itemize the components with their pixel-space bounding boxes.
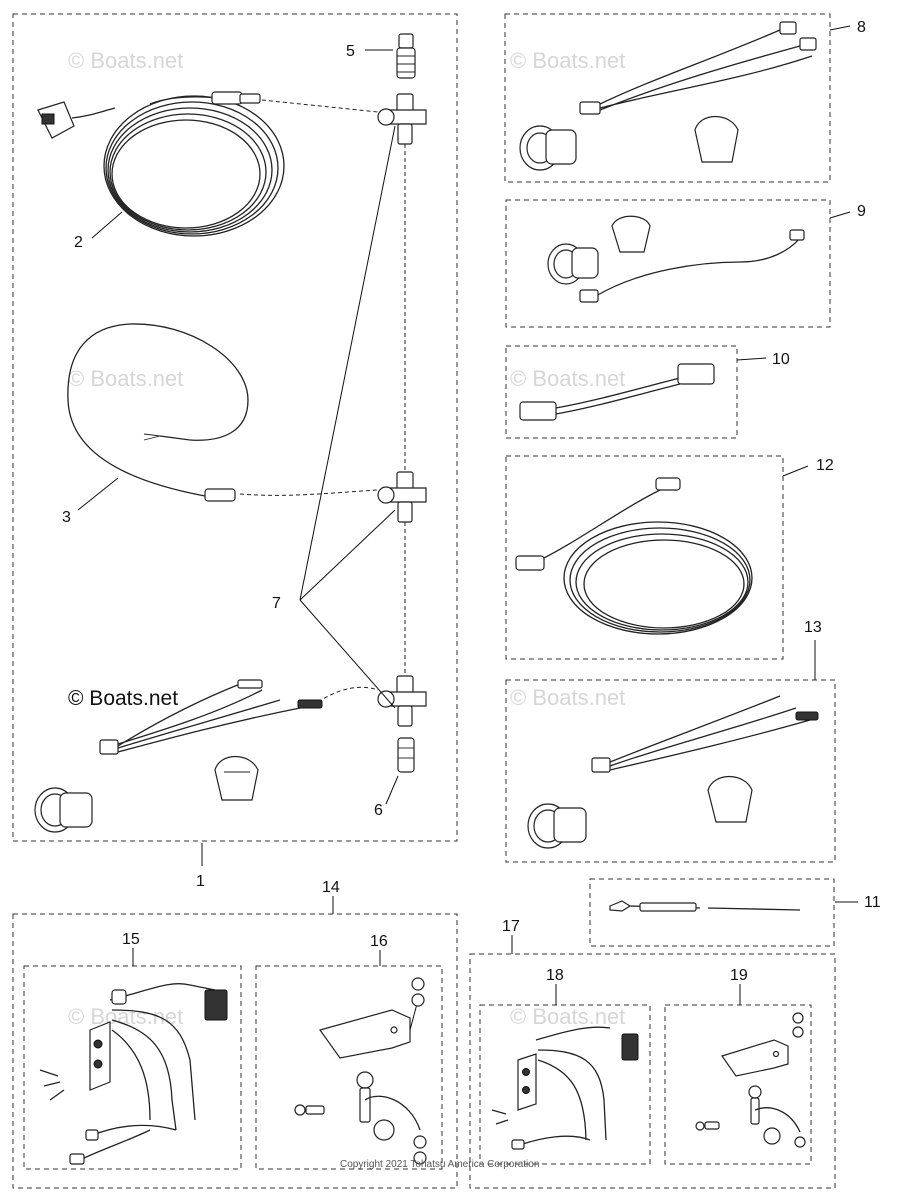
watermark: © Boats.net <box>68 1004 183 1029</box>
bracket-kit-16 <box>294 977 427 1165</box>
callout-3: 3 <box>62 509 71 526</box>
wiring-kit-18 <box>491 1026 639 1150</box>
t-connector-bottom <box>377 675 427 727</box>
group-boxes <box>12 13 836 1189</box>
extension-cable-12 <box>515 477 753 635</box>
watermark: © Boats.net <box>510 685 625 710</box>
gauge-harness-kit-13 <box>527 695 819 849</box>
callout-2: 2 <box>74 234 83 251</box>
watermark: © Boats.net <box>510 1004 625 1029</box>
box-kit-10 <box>505 345 738 439</box>
callout-11: 11 <box>864 894 881 911</box>
watermark: © Boats.net <box>68 366 183 391</box>
box-kit-8 <box>504 13 831 183</box>
callout-15: 15 <box>122 931 140 948</box>
bracket-kit-19 <box>695 1012 806 1148</box>
drop-cable-3 <box>67 323 249 502</box>
gauge-kit-8 <box>519 21 817 171</box>
callout-12: 12 <box>816 457 834 474</box>
callout-10: 10 <box>772 351 790 368</box>
watermark-dark: © Boats.net <box>68 687 178 710</box>
box-kit-18 <box>479 1004 651 1165</box>
box-kit-17 <box>469 953 836 1189</box>
box-kit-13 <box>505 679 836 863</box>
box-kit-11 <box>589 878 835 947</box>
box-kit-16 <box>255 965 443 1170</box>
gauge-kit-9 <box>547 215 805 303</box>
gauge-harness-kit-1 <box>34 679 323 833</box>
terminator-plug-5 <box>396 33 416 79</box>
t-connector-top <box>377 93 427 145</box>
adapter-cable-10 <box>519 363 715 421</box>
callout-1: 1 <box>196 873 205 890</box>
box-kit-9 <box>505 199 831 328</box>
watermark: © Boats.net <box>68 48 183 73</box>
leader-lines <box>77 25 858 1005</box>
callout-13: 13 <box>804 619 822 636</box>
callout-8: 8 <box>857 19 866 36</box>
copyright-notice: Copyright 2021 Tohatsu America Corporati… <box>340 1159 539 1170</box>
t-connector-middle <box>377 471 427 523</box>
callout-6: 6 <box>374 802 383 819</box>
callout-9: 9 <box>857 203 866 220</box>
watermarks: © Boats.net © Boats.net © Boats.net © Bo… <box>68 48 625 1029</box>
watermark: © Boats.net <box>510 48 625 73</box>
callout-19: 19 <box>730 967 748 984</box>
box-kit-12 <box>505 455 784 660</box>
dash-link <box>239 489 379 496</box>
callout-16: 16 <box>370 933 388 950</box>
box-kit-19 <box>664 1004 812 1165</box>
dash-link <box>261 99 379 113</box>
box-kit-1 <box>12 13 458 842</box>
wiring-kit-15 <box>39 983 228 1165</box>
callout-17: 17 <box>502 918 520 935</box>
watermark: © Boats.net <box>510 366 625 391</box>
callout-7: 7 <box>272 595 281 612</box>
callout-18: 18 <box>546 967 564 984</box>
sensor-11 <box>609 900 801 912</box>
box-kit-14 <box>12 913 458 1189</box>
terminator-6 <box>397 737 415 773</box>
callout-5: 5 <box>346 43 355 60</box>
main-harness-coil <box>37 91 285 237</box>
dash-link <box>317 686 379 703</box>
callouts: 1 2 3 5 6 7 8 9 10 11 12 13 14 15 16 17 … <box>62 19 881 984</box>
callout-14: 14 <box>322 879 340 896</box>
